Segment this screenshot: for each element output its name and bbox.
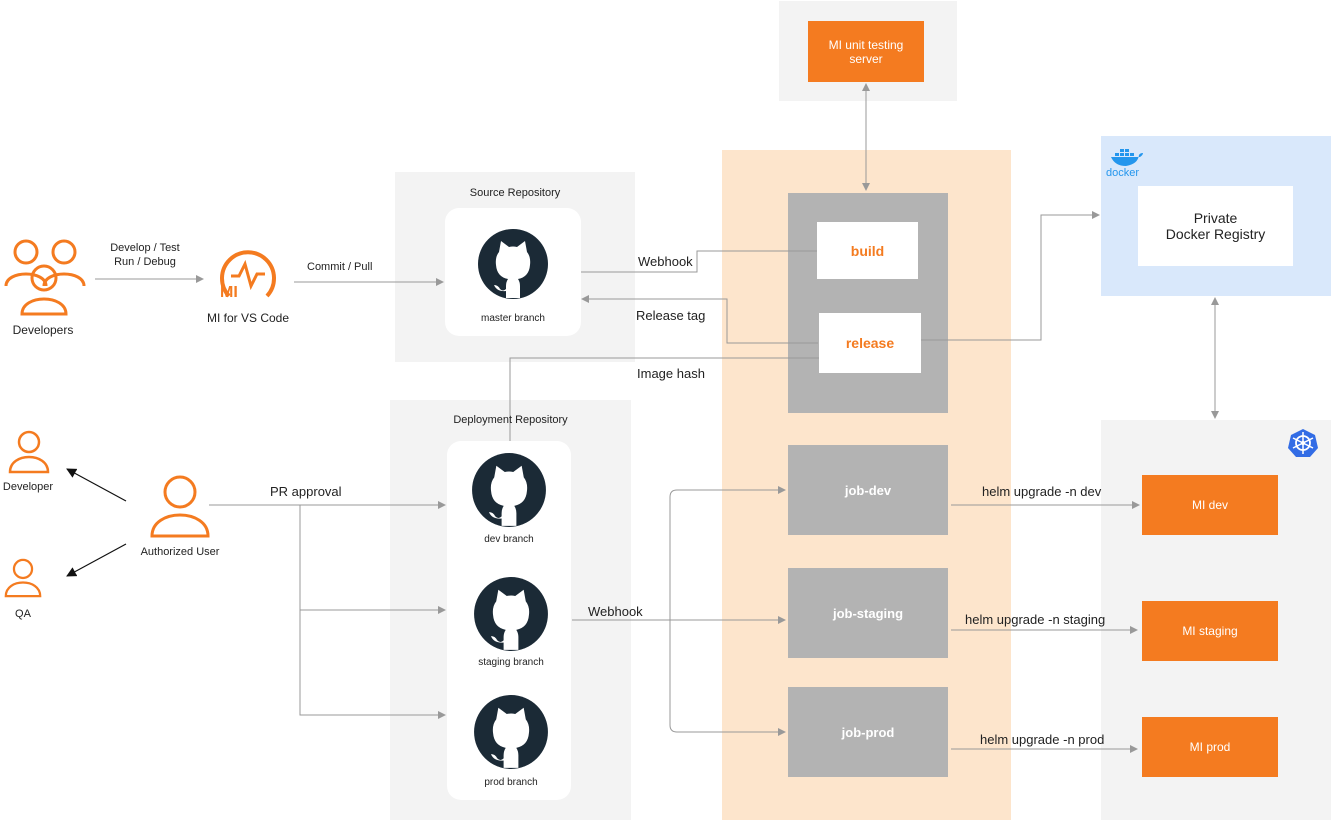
image-hash-label: Image hash <box>637 366 705 381</box>
mi-logo-text: MI <box>220 284 238 301</box>
job-dev[interactable]: job-dev <box>788 445 948 535</box>
docker-registry-line2: Docker Registry <box>1165 226 1266 242</box>
helm-dev-label: helm upgrade -n dev <box>982 484 1102 499</box>
commit-pull-label: Commit / Pull <box>307 261 373 273</box>
job-staging[interactable]: job-staging <box>788 568 948 658</box>
mi-staging-box[interactable]: MI staging <box>1142 601 1278 661</box>
edge-webhook-prod <box>669 620 786 736</box>
docker-registry-line1: Private <box>1193 210 1238 226</box>
staging-branch-label[interactable]: staging branch <box>478 657 544 668</box>
qa-person-icon <box>4 558 42 598</box>
dev-branch-label[interactable]: dev branch <box>484 534 534 545</box>
deployment-repo-title: Deployment Repository <box>453 414 568 426</box>
webhook-bottom-label: Webhook <box>588 604 643 619</box>
authorized-user-icon <box>150 475 210 538</box>
authorized-user-label: Authorized User <box>140 546 220 558</box>
webhook-top-label: Webhook <box>638 254 693 269</box>
job-prod[interactable]: job-prod <box>788 687 948 777</box>
unit-test-line2: server <box>849 51 883 66</box>
helm-staging-label: helm upgrade -n staging <box>965 612 1106 627</box>
github-icon <box>474 695 548 769</box>
unit-test-line1: MI unit testing <box>828 37 904 52</box>
developers-label: Developers <box>12 323 74 337</box>
github-icon <box>478 229 548 299</box>
edge-to-developer <box>66 468 127 502</box>
master-branch-label: master branch <box>481 313 545 324</box>
github-icon <box>472 453 546 527</box>
developer-label: Developer <box>2 481 54 493</box>
edge-pr-prod <box>299 610 446 719</box>
github-icon <box>474 577 548 651</box>
developers-icon <box>4 239 86 316</box>
develop-label-2: Run / Debug <box>114 256 176 268</box>
edge-image-hash <box>506 357 820 454</box>
edge-to-registry <box>921 211 1100 341</box>
pr-approval-label: PR approval <box>270 484 342 499</box>
qa-label: QA <box>15 608 31 620</box>
mi-dev-box[interactable]: MI dev <box>1142 475 1278 535</box>
docker-registry-box[interactable]: Private Docker Registry <box>1138 186 1293 266</box>
edge-release-tag <box>581 295 818 344</box>
source-repo-title: Source Repository <box>469 187 561 199</box>
helm-prod-label: helm upgrade -n prod <box>980 732 1105 747</box>
developer-person-icon <box>8 430 50 474</box>
docker-brand: docker <box>1106 167 1140 179</box>
mi-prod-box[interactable]: MI prod <box>1142 717 1278 777</box>
edge-pr-staging <box>299 505 446 614</box>
prod-branch-label[interactable]: prod branch <box>484 777 538 788</box>
docker-whale-icon <box>1111 149 1143 166</box>
mi-vscode-label: MI for VS Code <box>206 311 290 325</box>
release-tag-label: Release tag <box>636 308 706 323</box>
develop-label-1: Develop / Test <box>110 242 180 254</box>
build-button[interactable]: build <box>817 222 918 279</box>
mi-vscode-logo-icon <box>220 250 276 298</box>
edge-webhook-dev <box>669 486 786 620</box>
release-button[interactable]: release <box>819 313 921 373</box>
unit-test-server[interactable]: MI unit testing server <box>808 21 924 82</box>
edge-webhook-top <box>580 250 817 273</box>
edge-to-qa <box>66 543 127 577</box>
kubernetes-icon <box>1288 429 1318 457</box>
